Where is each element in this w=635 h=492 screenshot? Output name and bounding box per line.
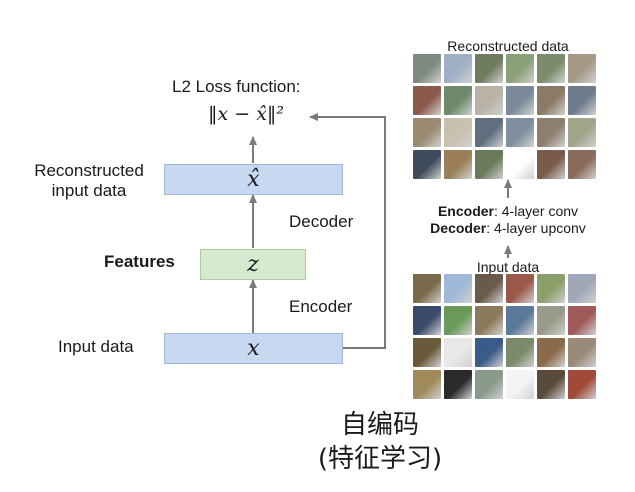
input-data-title: Input data (476, 259, 540, 275)
input-box: x (164, 333, 343, 364)
reconstructed-thumbnail (413, 118, 441, 147)
input-thumbnail (444, 306, 472, 335)
reconstructed-thumbnail (444, 150, 472, 179)
reconstructed-thumbnail (475, 150, 503, 179)
decoder-key: Decoder (430, 220, 487, 236)
reconstructed-thumbnail (475, 54, 503, 83)
input-thumbnail (568, 306, 596, 335)
input-thumbnail (413, 274, 441, 303)
reconstructed-box: x̂ (164, 164, 343, 195)
loss-formula: ‖x − x̂‖² (208, 103, 285, 125)
loss-title: L2 Loss function: (172, 77, 301, 96)
reconstructed-thumbnail (475, 118, 503, 147)
reconstructed-thumbnail (537, 118, 565, 147)
features-symbol: z (247, 252, 259, 277)
decoder-desc: Decoder: 4-layer upconv (412, 220, 604, 237)
reconstructed-thumbnail (568, 118, 596, 147)
reconstructed-thumbnail (568, 54, 596, 83)
reconstructed-label-line1: Reconstructed (34, 161, 144, 180)
reconstructed-thumbnail (444, 118, 472, 147)
input-thumbnail (568, 370, 596, 399)
reconstructed-data-title: Reconstructed data (447, 38, 569, 54)
reconstructed-thumbnail (506, 86, 534, 115)
input-thumbnail (537, 306, 565, 335)
input-thumbnail (537, 274, 565, 303)
reconstructed-image-grid (413, 54, 596, 179)
input-thumbnail (475, 338, 503, 367)
input-thumbnail (537, 370, 565, 399)
reconstructed-thumbnail (568, 150, 596, 179)
reconstructed-thumbnail (506, 118, 534, 147)
reconstructed-thumbnail (475, 86, 503, 115)
reconstructed-thumbnail (413, 86, 441, 115)
features-label: Features (104, 252, 175, 271)
input-thumbnail (537, 338, 565, 367)
input-thumbnail (506, 370, 534, 399)
reconstructed-thumbnail (506, 150, 534, 179)
encoder-desc: Encoder: 4-layer conv (412, 203, 604, 220)
input-symbol: x (247, 336, 260, 361)
input-thumbnail (413, 306, 441, 335)
encoder-key: Encoder (437, 203, 494, 219)
reconstructed-label: Reconstructed input data (18, 161, 160, 201)
caption-line2: (特征学习) (317, 444, 443, 474)
input-thumbnail (568, 338, 596, 367)
input-thumbnail (475, 306, 503, 335)
reconstructed-thumbnail (506, 54, 534, 83)
decoder-desc-text: : 4-layer upconv (486, 220, 586, 236)
encoder-desc-text: : 4-layer conv (493, 203, 579, 219)
input-thumbnail (506, 274, 534, 303)
caption: 自编码 (特征学习) (270, 408, 490, 476)
input-thumbnail (444, 274, 472, 303)
reconstructed-label-line2: input data (51, 181, 127, 200)
arrow-input-to-loss (309, 113, 386, 349)
input-thumbnail (444, 338, 472, 367)
reconstructed-thumbnail (537, 86, 565, 115)
reconstructed-symbol: x̂ (247, 167, 260, 192)
input-thumbnail (444, 370, 472, 399)
input-thumbnail (568, 274, 596, 303)
reconstructed-thumbnail (537, 54, 565, 83)
reconstructed-thumbnail (444, 86, 472, 115)
caption-line1: 自编码 (340, 410, 419, 440)
features-box: z (200, 249, 306, 280)
decoder-label: Decoder (289, 212, 354, 231)
reconstructed-thumbnail (568, 86, 596, 115)
input-thumbnail (413, 338, 441, 367)
reconstructed-thumbnail (413, 150, 441, 179)
input-thumbnail (506, 338, 534, 367)
reconstructed-thumbnail (537, 150, 565, 179)
encoder-label: Encoder (289, 297, 353, 316)
input-thumbnail (413, 370, 441, 399)
input-thumbnail (506, 306, 534, 335)
input-thumbnail (475, 370, 503, 399)
reconstructed-thumbnail (413, 54, 441, 83)
input-thumbnail (475, 274, 503, 303)
reconstructed-thumbnail (444, 54, 472, 83)
input-image-grid (413, 274, 596, 399)
input-label: Input data (58, 337, 134, 356)
